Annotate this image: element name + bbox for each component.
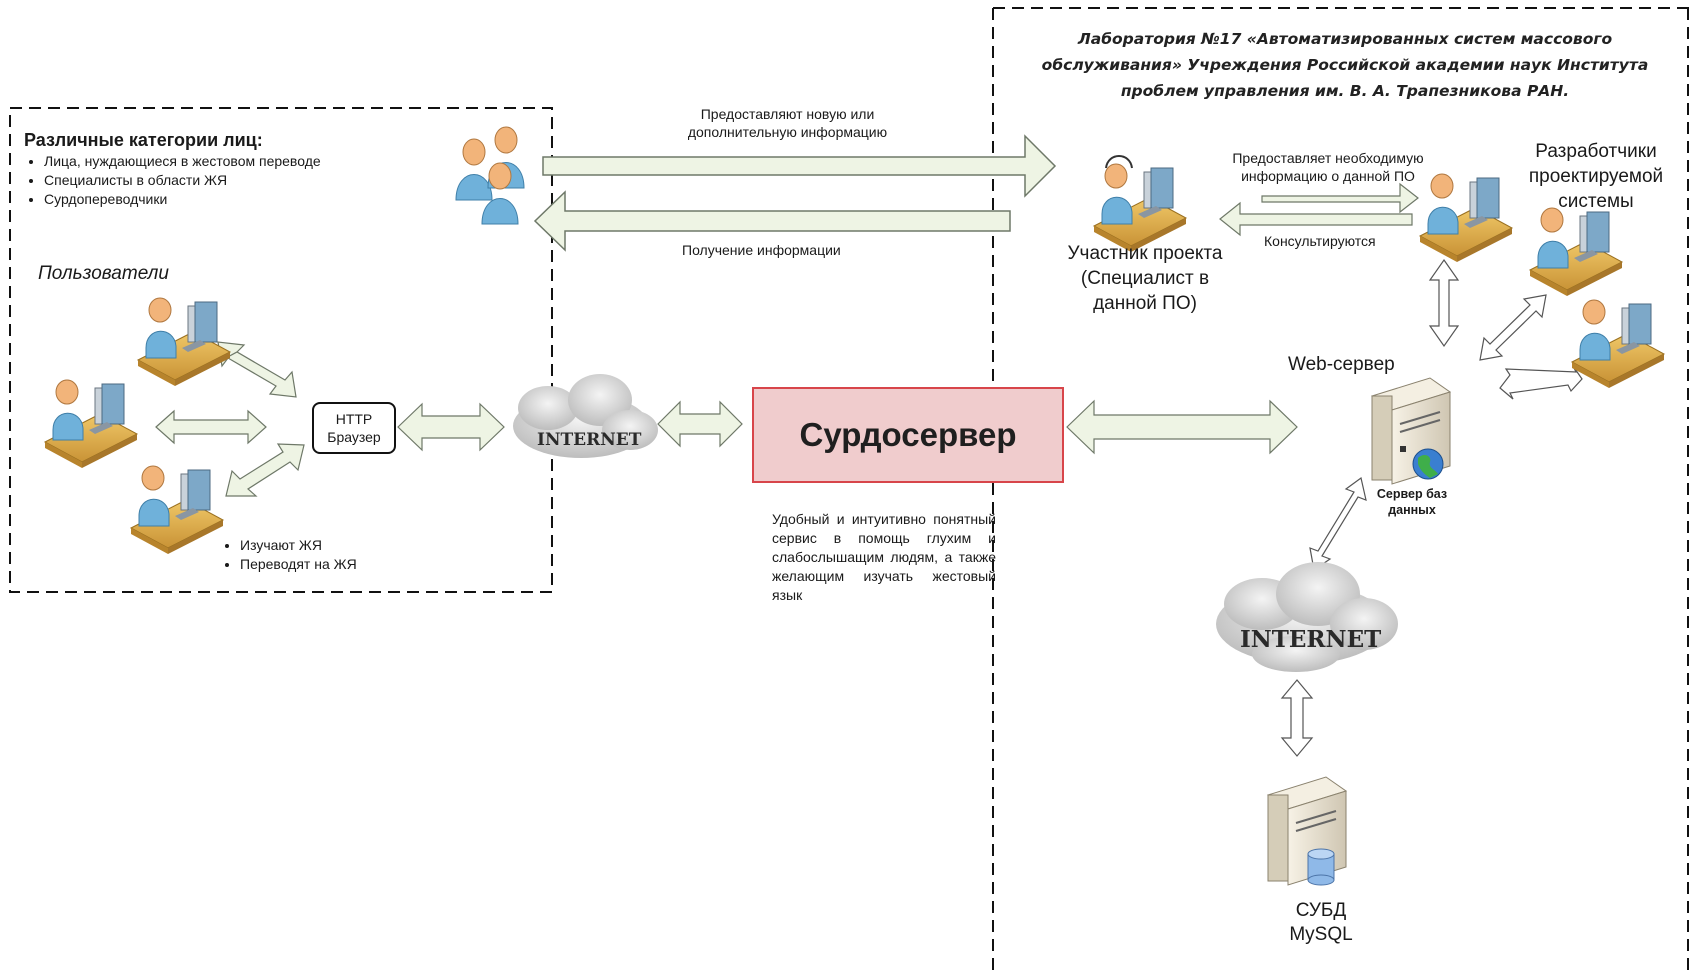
- http-browser-box: HTTP Браузер: [312, 402, 396, 454]
- internet-cloud-icon: [1216, 562, 1398, 672]
- internet-cloud-icon: [513, 374, 658, 458]
- arrow-internet-server: [657, 400, 743, 448]
- participant-label: Участник проекта (Специалист в данной ПО…: [1067, 243, 1223, 314]
- developer-icon: [1571, 299, 1665, 389]
- computer-user-icon: [137, 297, 231, 387]
- provides-info-label: Предоставляет необходимую информацию о д…: [1232, 150, 1424, 184]
- arrow-user1-browser: [217, 341, 297, 398]
- internet-label: INTERNET: [1240, 626, 1382, 653]
- developers-label: Разработчики проектируемой системы: [1528, 141, 1664, 212]
- arrow-receive-info: [533, 190, 1011, 252]
- globe-icon: [1412, 448, 1444, 480]
- arrow-participant-to-dev: [1261, 182, 1419, 214]
- headset-icon: [1105, 155, 1133, 169]
- web-server-label: Web-сервер: [1288, 354, 1395, 375]
- users-label: Пользователи: [38, 263, 169, 284]
- computer-user-icon: [44, 379, 138, 469]
- arrow-provide-info: [542, 134, 1057, 198]
- people-group-icon: [455, 138, 493, 201]
- dbms-line: MySQL: [1289, 924, 1353, 945]
- arrow-user2-browser: [155, 409, 267, 445]
- users-region-border: [9, 107, 553, 593]
- categories-heading: Различные категории лиц:: [24, 130, 263, 150]
- lab-title: Лаборатория №17 «Автоматизированных сист…: [1041, 30, 1649, 100]
- developer-icon: [1529, 207, 1623, 297]
- arrow-dbserver-internet: [1309, 476, 1367, 572]
- arrow-server-webserver: [1066, 399, 1298, 455]
- consult-label: Консультируются: [1264, 233, 1376, 249]
- developer-icon: [1419, 173, 1513, 263]
- arrow-dev-to-participant: [1219, 201, 1413, 237]
- arrow-webserver-dev1: [1428, 258, 1460, 348]
- arrow-bottom-label: Получение информации: [682, 242, 841, 258]
- arrow-browser-internet: [397, 402, 505, 452]
- categories-list: Лица, нуждающиеся в жестовом переводе Сп…: [22, 152, 334, 209]
- arrow-webserver-dev2: [1479, 294, 1547, 361]
- arrow-top-label: Предоставляют новую или дополнительную и…: [687, 106, 888, 140]
- user-actions-list: Изучают ЖЯ Переводят на ЖЯ: [218, 536, 460, 574]
- user-action-item: Переводят на ЖЯ: [240, 555, 460, 574]
- arrow-webserver-dev3: [1499, 365, 1583, 400]
- participant-icon: [1093, 163, 1187, 253]
- db-server-label: Сервер баз данных: [1376, 487, 1448, 517]
- user-action-item: Изучают ЖЯ: [240, 536, 460, 555]
- database-icon: [1307, 848, 1335, 886]
- category-item: Лица, нуждающиеся в жестовом переводе: [44, 152, 334, 171]
- category-item: Сурдопереводчики: [44, 190, 334, 209]
- surdoserver-box: Сурдосервер: [752, 387, 1064, 483]
- server-name: Сурдосервер: [799, 416, 1017, 453]
- http-label: HTTP: [335, 411, 373, 427]
- dbms-label: СУБД MySQL: [1276, 899, 1366, 947]
- computer-user-icon: [130, 465, 224, 555]
- category-item: Специалисты в области ЖЯ: [44, 171, 334, 190]
- browser-label: Браузер: [327, 429, 381, 445]
- dbms-line: СУБД: [1295, 900, 1347, 921]
- arrow-internet-mysql: [1280, 679, 1314, 757]
- server-description: Удобный и интуитивно понятный сервис в п…: [772, 511, 996, 603]
- internet-label: INTERNET: [537, 430, 642, 450]
- arrow-user3-browser: [225, 443, 305, 497]
